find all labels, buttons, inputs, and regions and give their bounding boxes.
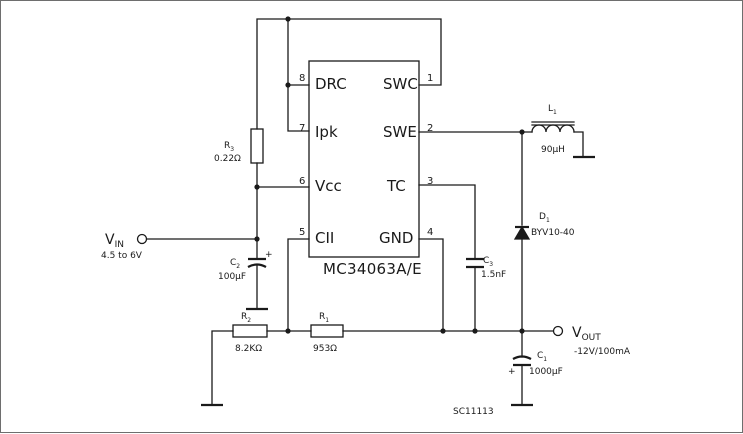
pin-number-1: 1 <box>427 73 433 84</box>
junction-top <box>285 16 291 22</box>
pin-label-swe: SWE <box>383 123 417 141</box>
capacitor-c2-plate-bottom <box>247 263 267 268</box>
r1-value: 953Ω <box>313 344 337 354</box>
c2-value: 100µF <box>218 272 246 282</box>
junction-drc <box>285 82 291 88</box>
d1-ref: D1 <box>539 212 550 224</box>
pin-number-3: 3 <box>427 176 433 187</box>
pin-label-gnd: GND <box>379 229 413 247</box>
capacitor-c1-plate-top <box>512 355 532 360</box>
c2-ref: C2 <box>230 258 240 270</box>
resistor-r1 <box>310 324 344 338</box>
l1-value: 90µH <box>541 145 565 155</box>
pin-number-8: 8 <box>299 73 305 84</box>
junction-gnd <box>440 328 446 334</box>
c2-plus: + <box>265 250 273 260</box>
d1-value: BYV10-40 <box>531 228 575 238</box>
pin-number-2: 2 <box>427 123 433 134</box>
pin-number-6: 6 <box>299 176 305 187</box>
l1-ref: L1 <box>548 104 557 116</box>
junction-vin <box>254 236 260 242</box>
vout-label: VOUT <box>572 325 601 343</box>
pin-label-swc: SWC <box>383 75 418 93</box>
vout-terminal <box>552 325 564 337</box>
c3-value: 1.5nF <box>481 270 506 280</box>
figure-code: SC11113 <box>453 407 494 417</box>
r2-ref: R2 <box>241 312 251 324</box>
pin-label-ipk: Ipk <box>315 123 338 141</box>
inductor-l1 <box>531 124 575 133</box>
r1-ref: R1 <box>319 312 329 324</box>
r2-value: 8.2KΩ <box>235 344 262 354</box>
ic-body <box>308 60 420 258</box>
vin-terminal <box>136 233 148 245</box>
pin-number-7: 7 <box>299 123 305 134</box>
junction-c3 <box>472 328 478 334</box>
vout-spec: -12V/100mA <box>574 347 631 357</box>
pin-number-4: 4 <box>427 227 433 238</box>
pin-label-vcc: Vcc <box>315 177 342 195</box>
ic-name: MC34063A/E <box>323 260 422 278</box>
r3-value: 0.22Ω <box>214 154 241 164</box>
pin-label-drc: DRC <box>315 75 347 93</box>
pin-number-5: 5 <box>299 227 305 238</box>
vin-range: 4.5 to 6V <box>101 251 143 261</box>
resistor-r3 <box>250 128 264 164</box>
pin-label-tc: TC <box>386 177 406 195</box>
pin-label-cii: CII <box>315 229 334 247</box>
resistor-r2 <box>232 324 268 338</box>
c1-plus: + <box>508 367 516 377</box>
vin-label: VIN <box>105 232 124 250</box>
diode-d1 <box>513 225 531 240</box>
c1-value: 1000µF <box>529 367 563 377</box>
c3-ref: C3 <box>483 256 493 268</box>
junction-vout <box>519 328 525 334</box>
r3-ref: R3 <box>224 141 234 153</box>
c1-ref: C1 <box>537 351 547 363</box>
